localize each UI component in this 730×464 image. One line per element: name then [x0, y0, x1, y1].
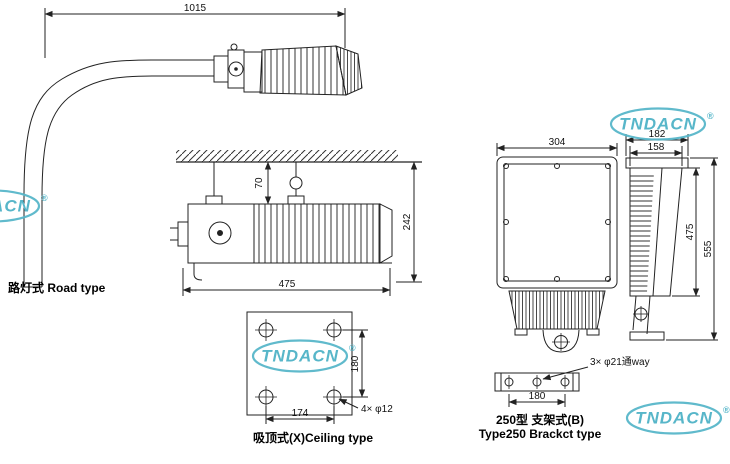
bracket-plate-drawing: [494, 366, 589, 407]
ceiling-type-drawing: [170, 150, 422, 296]
dim-70: 70: [254, 177, 265, 189]
bracket-type-label-cn: 250型 支架式(B): [496, 412, 584, 427]
dim-475-side: 475: [685, 223, 696, 240]
dim-242: 242: [402, 213, 413, 230]
watermark-text: TNDACN: [0, 197, 31, 216]
road-type-drawing: [23, 8, 363, 288]
dimension-texts: 1015 70 242 475 180 174 4× φ12 304 182 1…: [184, 3, 714, 419]
dim-182: 182: [649, 129, 666, 140]
caption-texts: 路灯式 Road type 吸顶式(X)Ceiling type 250型 支架…: [8, 280, 602, 445]
ceiling-type-label: 吸顶式(X)Ceiling type: [253, 430, 373, 445]
road-type-label: 路灯式 Road type: [8, 280, 106, 295]
registered-mark-icon: ®: [723, 405, 730, 415]
tndacn-watermark-bottom-right: TNDACN ®: [625, 401, 730, 435]
tndacn-watermark-center: TNDACN ®: [251, 339, 356, 373]
note-4x12: 4× φ12: [361, 404, 393, 415]
registered-mark-icon: ®: [707, 111, 714, 121]
ceiling-plate-drawing: [246, 311, 368, 424]
watermark-text: TNDACN: [619, 115, 697, 134]
bracket-type-label-en: Type250 Brackct type: [479, 427, 602, 441]
dim-475-ceiling: 475: [279, 279, 296, 290]
dim-555: 555: [703, 240, 714, 257]
dim-180-strip: 180: [529, 391, 546, 402]
registered-mark-icon: ®: [349, 343, 356, 353]
tndacn-watermark-top-right: TNDACN ®: [609, 107, 714, 141]
dim-304: 304: [549, 137, 566, 148]
note-3x21: 3× φ21通way: [590, 356, 650, 368]
watermark-text: TNDACN: [635, 409, 713, 428]
bracket-side-view: [625, 134, 718, 341]
dim-158: 158: [648, 142, 665, 153]
bracket-front-view: [496, 143, 618, 353]
dim-174: 174: [292, 408, 309, 419]
watermark-text: TNDACN: [261, 347, 339, 366]
dim-180-plate: 180: [350, 355, 361, 372]
dim-1015: 1015: [184, 3, 207, 14]
registered-mark-icon: ®: [41, 193, 48, 203]
tndacn-watermark-left: TNDACN ®: [0, 189, 48, 223]
